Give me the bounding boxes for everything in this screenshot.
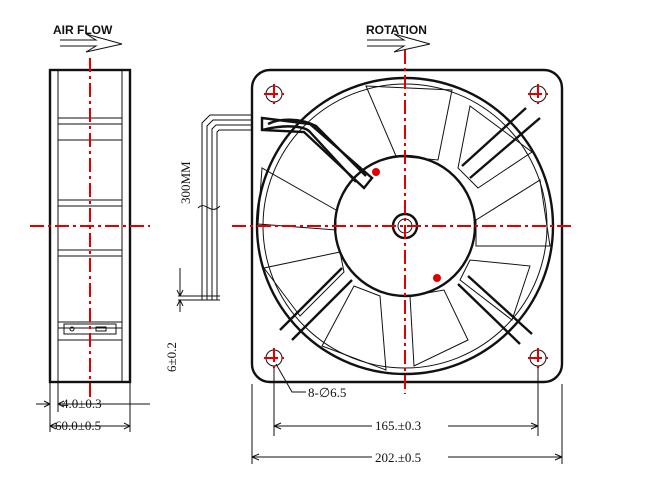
- overall-width-dimension: 202.±0.5: [375, 450, 421, 465]
- cable-length-label: 300MM: [178, 161, 193, 204]
- side-view: [30, 58, 150, 398]
- air-flow-arrow-icon: [60, 33, 123, 53]
- air-flow-label: AIR FLOW: [53, 23, 113, 37]
- blades: [257, 85, 551, 371]
- lead-wires: [176, 114, 252, 312]
- lead-offset-label: 6±0.2: [164, 342, 179, 372]
- depth-inner-dimension: 4.0±0.3: [62, 396, 102, 411]
- rotation-label: ROTATION: [366, 23, 427, 37]
- depth-total-dimension: 60.0±0.5: [55, 418, 101, 433]
- hole-pitch-dimension: 165.±0.3: [375, 418, 421, 433]
- hole-spec-label: 8-∅6.5: [308, 385, 346, 400]
- centerlines: [232, 50, 574, 394]
- side-dimensions: [36, 382, 150, 432]
- rotation-arrow-icon: [367, 33, 431, 53]
- struts: [261, 107, 541, 345]
